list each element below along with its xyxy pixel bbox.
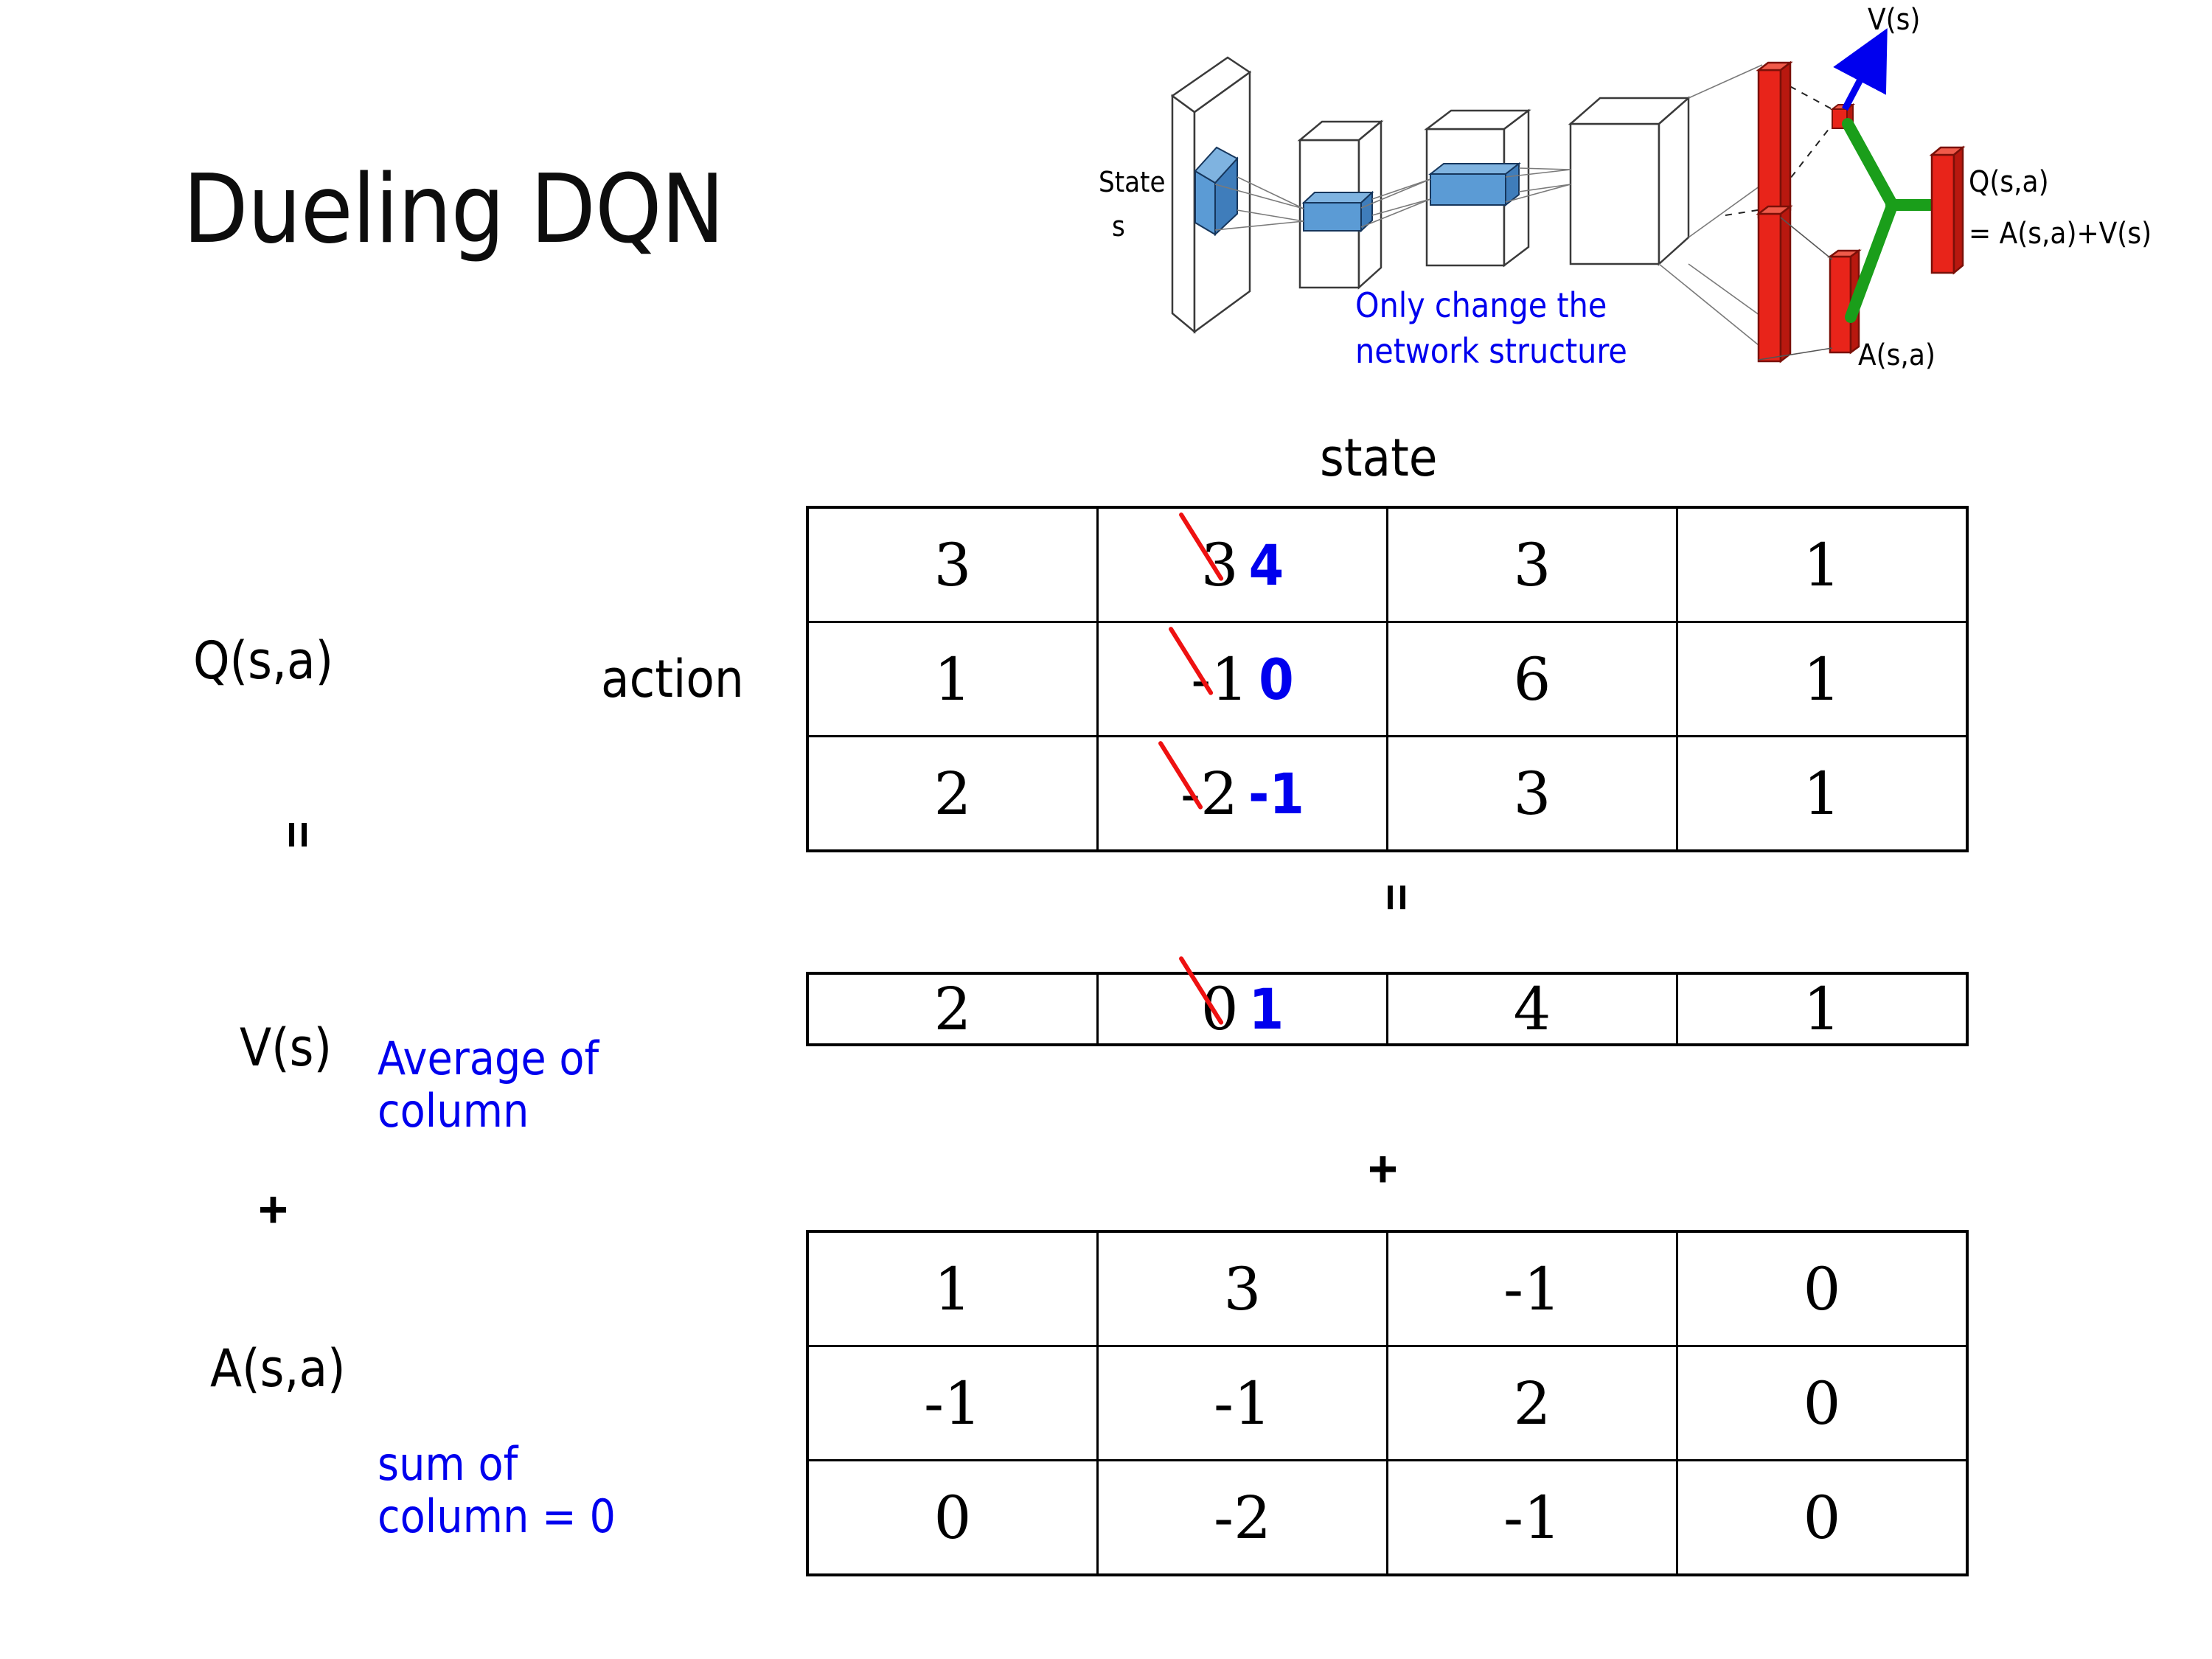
- table-row: 2 -2 -1 3 1: [806, 735, 1969, 852]
- table-row: 0 -2 -1 0: [806, 1459, 1969, 1576]
- old-value: 0: [1200, 975, 1239, 1043]
- table-row: -1 -1 2 0: [806, 1345, 1969, 1461]
- table-cell[interactable]: 1: [1676, 506, 1969, 623]
- sum-note-line2: column = 0: [378, 1489, 616, 1544]
- table-cell-edited[interactable]: -2 -1: [1096, 735, 1388, 852]
- sum-note-line1: sum of: [378, 1437, 518, 1491]
- action-axis-label: action: [601, 649, 744, 709]
- old-value: -1: [1191, 644, 1249, 714]
- v-value-table: 2 0 1 4 1: [806, 972, 1969, 1046]
- q-function-label: Q(s,a): [193, 630, 334, 691]
- table-cell[interactable]: 2: [806, 735, 1099, 852]
- page-title: Dueling DQN: [183, 155, 725, 265]
- diagram-a-label: A(s,a): [1858, 338, 1935, 372]
- table-cell[interactable]: -2: [1096, 1459, 1388, 1576]
- table-cell[interactable]: 1: [806, 1230, 1099, 1347]
- table-cell[interactable]: 3: [1096, 1230, 1388, 1347]
- table-cell[interactable]: 3: [1386, 506, 1678, 623]
- old-value: 3: [1200, 530, 1239, 599]
- diagram-q-label-line2: = A(s,a)+V(s): [1969, 217, 2152, 251]
- table-row: 1 -1 0 6 1: [806, 621, 1969, 737]
- table-cell[interactable]: 1: [1676, 972, 1969, 1046]
- diagram-note-line2: network structure: [1355, 331, 1627, 371]
- old-value: -2: [1180, 759, 1238, 828]
- plus-sign-left: +: [258, 1180, 288, 1238]
- table-cell[interactable]: 0: [1676, 1459, 1969, 1576]
- table-cell[interactable]: 0: [1676, 1345, 1969, 1461]
- diagram-v-label: V(s): [1868, 3, 1920, 37]
- a-value-table: 1 3 -1 0 -1 -1 2 0 0 -2 -1 0: [806, 1230, 1969, 1576]
- average-note-line2: column: [378, 1084, 529, 1138]
- equals-sign-middle: =: [1371, 883, 1424, 911]
- average-note-line1: Average of: [378, 1032, 599, 1085]
- state-axis-label: state: [1320, 428, 1438, 488]
- table-cell[interactable]: 4: [1386, 972, 1678, 1046]
- table-row: 1 3 -1 0: [806, 1230, 1969, 1347]
- table-cell[interactable]: 3: [1386, 735, 1678, 852]
- diagram-state-label-line1: State: [1099, 166, 1166, 198]
- diagram-note-line1: Only change the: [1355, 285, 1607, 325]
- dueling-network-diagram: State s V(s) A(s,a) Q(s,a) = A(s,a)+V(s)…: [1091, 0, 2212, 413]
- table-cell[interactable]: 1: [1676, 735, 1969, 852]
- table-row: 2 0 1 4 1: [806, 972, 1969, 1046]
- table-cell[interactable]: -1: [1096, 1345, 1388, 1461]
- v-function-label: V(s): [240, 1018, 333, 1078]
- table-cell[interactable]: 2: [806, 972, 1099, 1046]
- sum-of-column-note: sum of column = 0: [378, 1438, 761, 1543]
- new-value: 4: [1248, 532, 1284, 598]
- new-value: 0: [1259, 646, 1294, 712]
- new-value: 1: [1248, 976, 1284, 1042]
- table-cell-edited[interactable]: -1 0: [1096, 621, 1388, 737]
- average-of-column-note: Average of column: [378, 1032, 724, 1138]
- plus-sign-middle: +: [1368, 1140, 1398, 1197]
- table-cell[interactable]: 1: [806, 621, 1099, 737]
- diagram-state-label-line2: s: [1112, 210, 1125, 243]
- equals-sign-left: =: [272, 821, 325, 849]
- table-cell[interactable]: 3: [806, 506, 1099, 623]
- a-function-label: A(s,a): [210, 1338, 346, 1399]
- table-cell[interactable]: 0: [806, 1459, 1099, 1576]
- table-cell[interactable]: 6: [1386, 621, 1678, 737]
- table-cell[interactable]: 0: [1676, 1230, 1969, 1347]
- diagram-q-label-line1: Q(s,a): [1969, 165, 2049, 199]
- table-cell[interactable]: 2: [1386, 1345, 1678, 1461]
- table-cell[interactable]: 1: [1676, 621, 1969, 737]
- table-cell-edited[interactable]: 3 4: [1096, 506, 1388, 623]
- q-value-table: 3 3 4 3 1 1 -1 0 6 1 2 -2 -1 3 1: [806, 506, 1969, 852]
- new-value: -1: [1248, 760, 1304, 827]
- table-cell[interactable]: -1: [1386, 1459, 1678, 1576]
- table-row: 3 3 4 3 1: [806, 506, 1969, 623]
- table-cell[interactable]: -1: [1386, 1230, 1678, 1347]
- table-cell[interactable]: -1: [806, 1345, 1099, 1461]
- table-cell-edited[interactable]: 0 1: [1096, 972, 1388, 1046]
